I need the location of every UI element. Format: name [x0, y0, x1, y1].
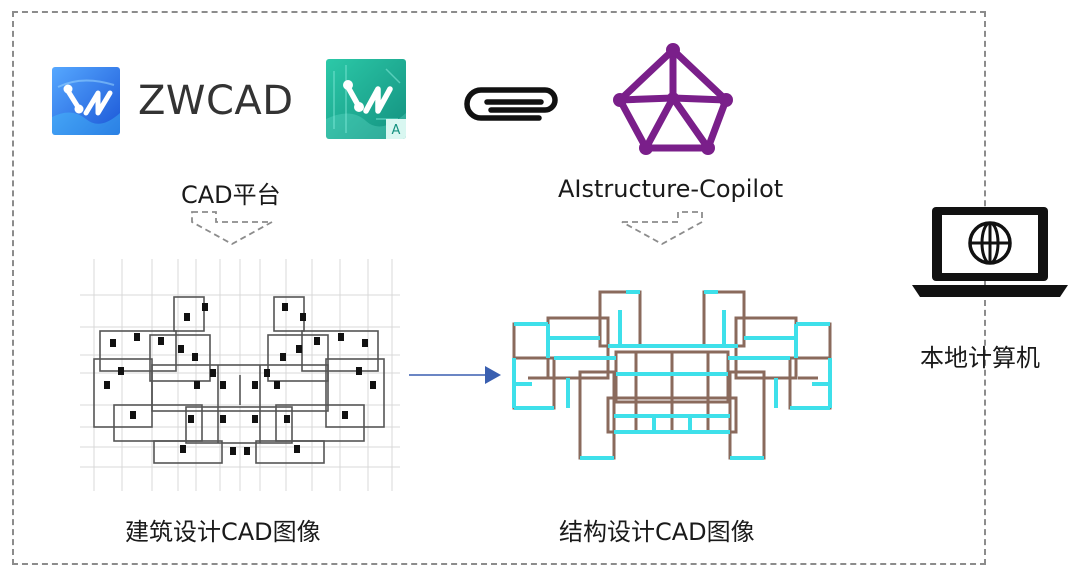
architectural-floor-plan	[80, 259, 400, 491]
zwcad-brand-text: ZWCAD	[138, 78, 294, 124]
paperclip-icon	[464, 87, 558, 121]
laptop-globe-icon	[912, 207, 1068, 297]
badge-letter: A	[392, 123, 401, 138]
copilot-label: AIstructure-Copilot	[558, 175, 784, 203]
struct-image-label: 结构设计CAD图像	[559, 518, 755, 546]
local-computer-label: 本地计算机	[920, 344, 1040, 372]
network-polygon-icon	[613, 43, 733, 155]
zwcad-logo-icon	[52, 67, 120, 135]
structural-floor-plan	[512, 290, 832, 460]
right-arrow-icon	[409, 366, 501, 384]
arch-image-label: 建筑设计CAD图像	[125, 518, 321, 546]
down-arrow-icon	[621, 211, 703, 246]
down-arrow-icon	[191, 211, 273, 246]
cad-platform-label: CAD平台	[181, 181, 281, 209]
zwcad-architecture-logo-icon: A	[326, 59, 406, 139]
